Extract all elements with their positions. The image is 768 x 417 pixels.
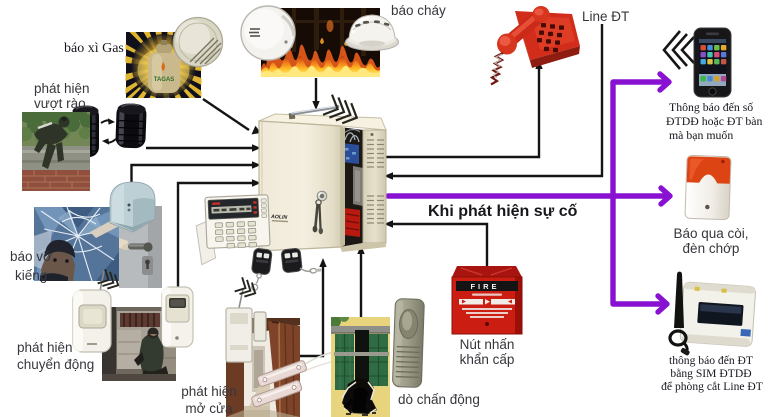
svg-text:Khi phát hiện sự cố: Khi phát hiện sự cố xyxy=(428,203,578,220)
svg-text:chuyển động: chuyển động xyxy=(17,357,94,372)
svg-text:vượt rào: vượt rào xyxy=(34,96,86,111)
svg-text:Thông báo đến số: Thông báo đến số xyxy=(669,100,753,114)
svg-text:Line ĐT: Line ĐT xyxy=(582,9,629,24)
svg-text:Báo qua còi,: Báo qua còi, xyxy=(673,226,748,241)
svg-text:phát hiện: phát hiện xyxy=(34,81,90,96)
svg-text:thông báo đến ĐT: thông báo đến ĐT xyxy=(669,354,753,367)
svg-text:để phòng cắt Line ĐT: để phòng cắt Line ĐT xyxy=(661,380,763,393)
svg-text:TAGAS: TAGAS xyxy=(154,77,175,83)
svg-text:mà bạn muốn: mà bạn muốn xyxy=(669,128,733,142)
svg-text:báo cháy: báo cháy xyxy=(391,3,446,18)
svg-text:khẩn cấp: khẩn cấp xyxy=(460,352,515,367)
svg-text:AOLIN: AOLIN xyxy=(270,214,288,221)
svg-text:báo xì Gas: báo xì Gas xyxy=(64,41,124,56)
svg-text:phát hiện: phát hiện xyxy=(17,340,73,355)
svg-text:mở cửa: mở cửa xyxy=(185,401,233,416)
svg-text:FIRE: FIRE xyxy=(470,282,499,291)
svg-text:đèn chớp: đèn chớp xyxy=(683,241,740,256)
svg-text:kiếng: kiếng xyxy=(15,268,47,283)
svg-text:Nút nhấn: Nút nhấn xyxy=(460,337,515,352)
svg-text:phát hiện: phát hiện xyxy=(181,384,237,399)
svg-text:báo vỡ: báo vỡ xyxy=(10,249,52,264)
svg-text:dò chấn động: dò chấn động xyxy=(398,392,480,407)
svg-text:bằng SIM ĐTDĐ: bằng SIM ĐTDĐ xyxy=(670,367,751,380)
svg-text:ĐTDĐ hoặc ĐT bàn: ĐTDĐ hoặc ĐT bàn xyxy=(666,114,763,128)
